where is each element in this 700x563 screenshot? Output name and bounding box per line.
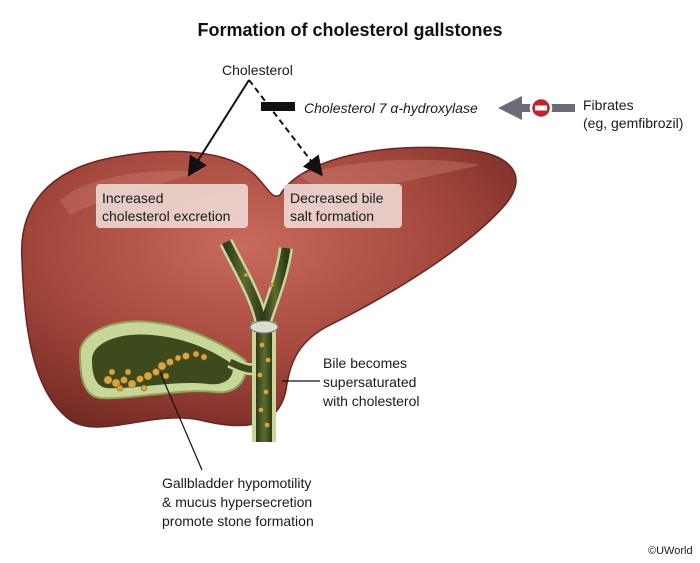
excretion-arrow — [187, 79, 250, 177]
fibrates-line1: Fibrates — [583, 97, 634, 113]
excretion-line1: Increased — [102, 190, 164, 206]
gallbladder-label: Gallbladder hypomotility & mucus hyperse… — [162, 474, 314, 531]
bile-line2: supersaturated — [323, 374, 417, 390]
fibrates-line2: (eg, gemfibrozil) — [583, 115, 684, 131]
bile-line1: Bile becomes — [323, 355, 408, 371]
copyright-credit: ©UWorld — [648, 545, 693, 557]
bile-salt-line1: Decreased bile — [290, 190, 384, 206]
gallbladder-line2: & mucus hypersecretion — [162, 494, 313, 510]
gallbladder-line1: Gallbladder hypomotility — [162, 475, 312, 491]
cholesterol-label: Cholesterol — [222, 62, 293, 78]
gallstones — [103, 350, 208, 392]
inhibition-bar — [261, 102, 295, 111]
fibrates-label: Fibrates (eg, gemfibrozil) — [583, 96, 683, 132]
gallbladder-line3: promote stone formation — [162, 513, 314, 529]
excretion-box: Increased cholesterol excretion — [96, 184, 248, 228]
enzyme-label: Cholesterol 7 α-hydroxylase — [304, 100, 478, 116]
bile-label: Bile becomes supersaturated with cholest… — [323, 354, 420, 411]
bile-line3: with cholesterol — [323, 393, 420, 409]
excretion-line2: cholesterol excretion — [102, 208, 231, 224]
bile-salt-box: Decreased bile salt formation — [284, 184, 402, 228]
figure-title: Formation of cholesterol gallstones — [197, 20, 503, 40]
bile-salt-line2: salt formation — [290, 208, 375, 224]
bile-salt-arrow — [248, 79, 323, 177]
